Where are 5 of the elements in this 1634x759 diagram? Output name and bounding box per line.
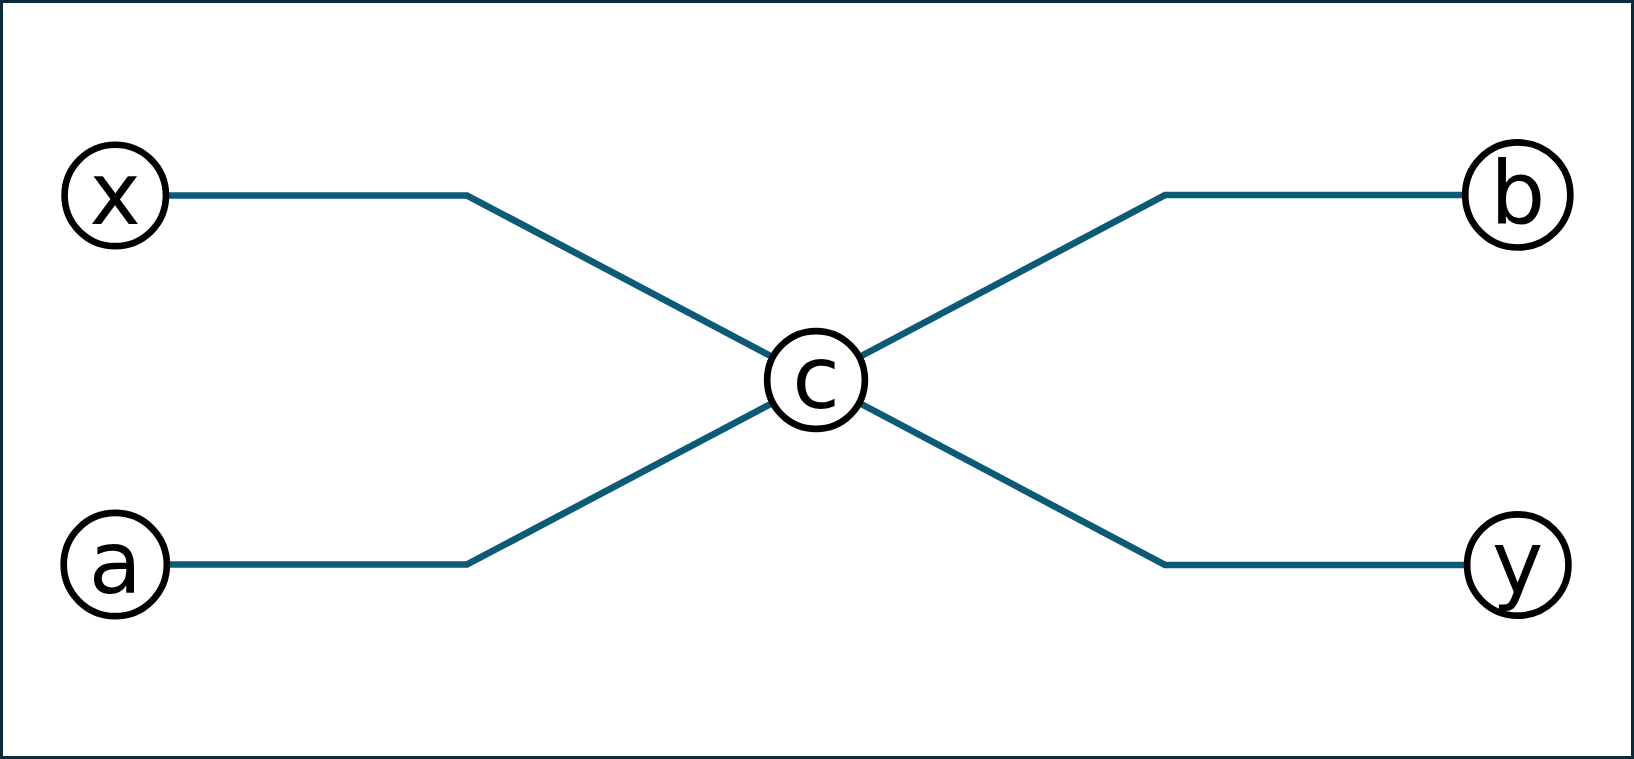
node-circle: x bbox=[61, 140, 170, 249]
node-circle: c bbox=[763, 327, 869, 432]
node-circle: y bbox=[1463, 510, 1572, 619]
node-circle: b bbox=[1461, 138, 1574, 251]
node-circle: a bbox=[60, 509, 171, 619]
